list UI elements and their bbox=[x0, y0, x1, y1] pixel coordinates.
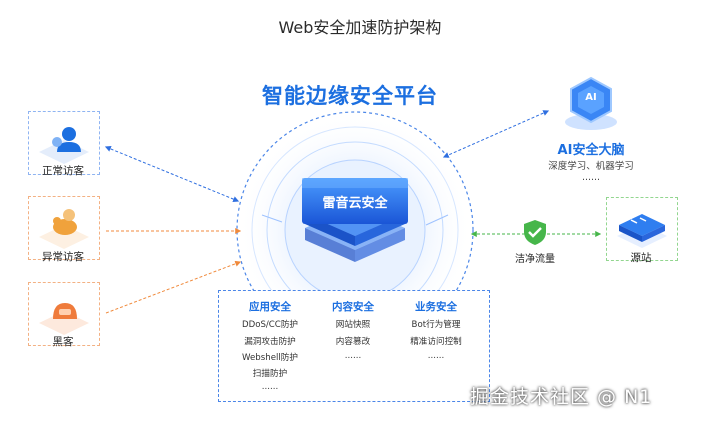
list-item: 精准访问控制 bbox=[410, 337, 462, 347]
platform-core-icon bbox=[302, 178, 408, 262]
list-item: 网站快照 bbox=[335, 320, 371, 330]
list-item: ...... bbox=[427, 351, 445, 361]
ai-brain-icon bbox=[565, 76, 617, 130]
abnormal-visitor-label: 异常访客 bbox=[42, 251, 84, 263]
hacker-arrow bbox=[105, 260, 242, 314]
ai-brain-title: AI安全大脑 bbox=[557, 143, 625, 158]
normal-visitor-arrow bbox=[104, 146, 240, 202]
platform-title: 智能边缘安全平台 bbox=[262, 84, 438, 108]
abnormal-visitor-icon bbox=[39, 209, 89, 249]
list-item: ...... bbox=[261, 382, 279, 392]
origin-label: 源站 bbox=[630, 252, 652, 264]
list-item: DDoS/CC防护 bbox=[241, 320, 299, 330]
list-item: Webshell防护 bbox=[242, 353, 298, 363]
normal-visitor-card bbox=[28, 111, 100, 175]
list-item: ...... bbox=[344, 351, 362, 361]
server-icon bbox=[617, 214, 667, 248]
business-security-title: 业务安全 bbox=[415, 301, 457, 313]
list-item: 漏洞攻击防护 bbox=[244, 337, 296, 347]
app-security-title: 应用安全 bbox=[249, 301, 291, 313]
hacker-card bbox=[28, 282, 100, 346]
outer-dashed-ring bbox=[236, 111, 474, 349]
person-icon bbox=[39, 127, 89, 164]
list-item: Bot行为管理 bbox=[411, 320, 461, 330]
platform-logo: 雷音云安全 bbox=[322, 196, 388, 211]
clean-traffic-label: 洁净流量 bbox=[515, 254, 555, 265]
shield-check-icon bbox=[524, 220, 546, 245]
hacker-icon bbox=[39, 303, 89, 335]
hacker-label: 黑客 bbox=[52, 336, 74, 348]
list-item: 扫描防护 bbox=[252, 369, 288, 379]
diagram-title: Web安全加速防护架构 bbox=[278, 18, 442, 37]
services-box bbox=[218, 290, 490, 402]
ai-brain-arrow bbox=[442, 110, 550, 158]
normal-visitor-label: 正常访客 bbox=[42, 165, 84, 177]
ai-badge: AI bbox=[585, 92, 597, 103]
origin-card bbox=[606, 197, 678, 261]
abnormal-visitor-card bbox=[28, 196, 100, 260]
ai-brain-more: ...... bbox=[581, 172, 601, 183]
content-security-title: 内容安全 bbox=[332, 301, 374, 313]
watermark: 掘金技术社区 @ N1 bbox=[470, 386, 653, 408]
ai-brain-subtitle: 深度学习、机器学习 bbox=[548, 161, 634, 172]
list-item: 内容篡改 bbox=[335, 337, 371, 347]
